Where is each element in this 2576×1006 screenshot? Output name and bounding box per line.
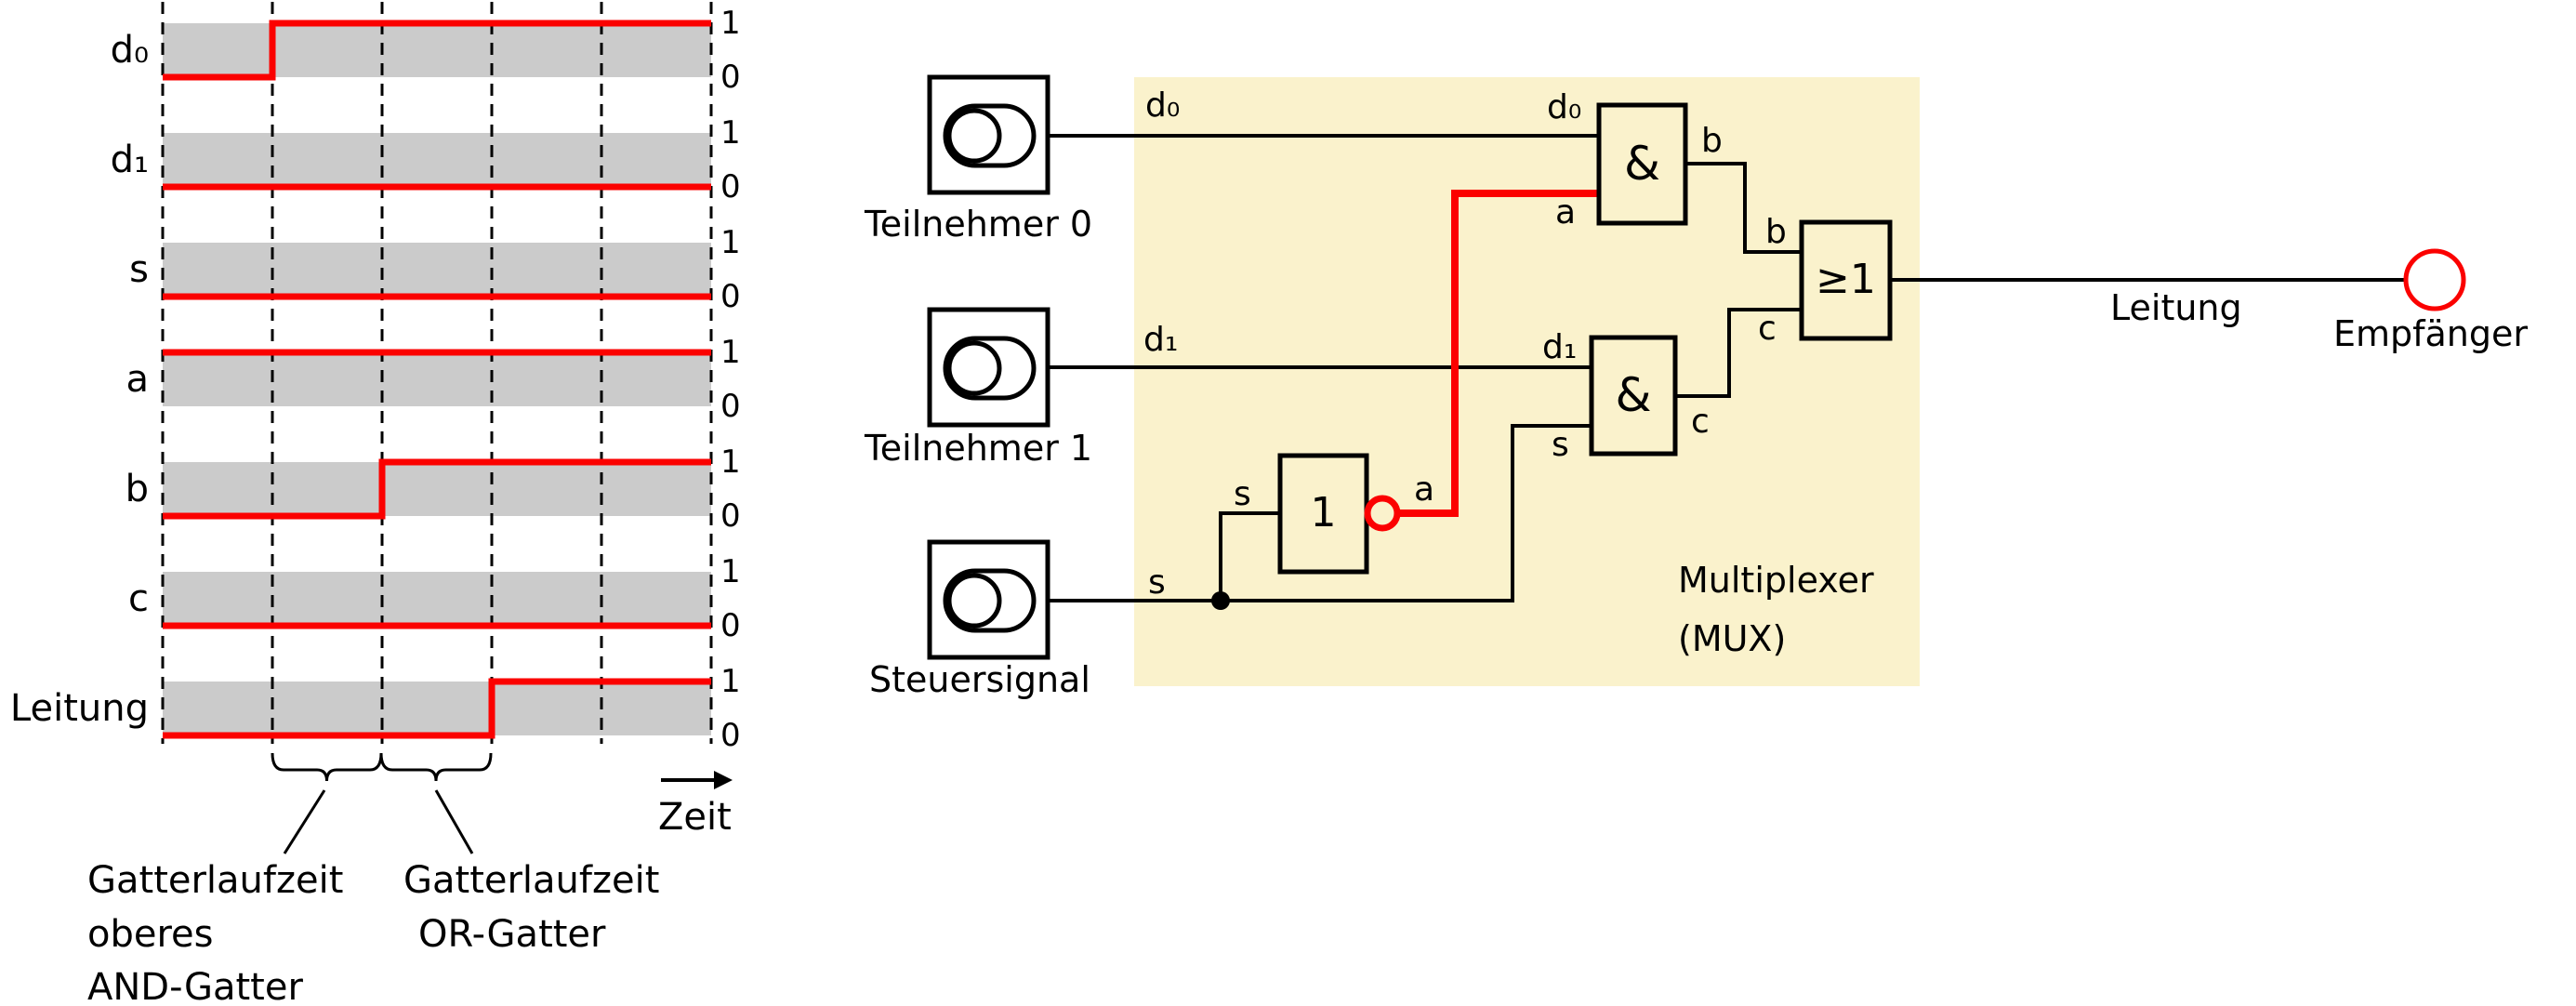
and-gate-top <box>1596 102 1688 226</box>
line-label-leitung: Leitung <box>2110 287 2242 328</box>
signal-row-label-s: s <box>129 248 149 291</box>
signal-band-2 <box>163 243 711 297</box>
wire-label-d1-source: d₁ <box>1143 321 1179 359</box>
level-low-label: 0 <box>720 59 741 96</box>
wire-label-s-inverter: s <box>1234 475 1251 513</box>
switch-teilnehmer-0[interactable] <box>927 74 1050 195</box>
mux-region <box>1134 77 1920 686</box>
toggle-icon <box>943 568 1037 633</box>
toggle-icon <box>943 336 1037 401</box>
switch-label-teilnehmer-0: Teilnehmer 0 <box>865 204 1093 245</box>
signal-row-label-a: a <box>125 358 149 401</box>
signal-band-5 <box>163 572 711 626</box>
wire-label-b-out: b <box>1701 122 1723 160</box>
wire-b <box>1685 162 1802 254</box>
red-highlight-wire-a <box>1397 190 1599 517</box>
signal-band-3 <box>163 352 711 406</box>
caption-and-delay-line2: oberes <box>87 913 214 956</box>
inverter-gate-symbol: 1 <box>1310 489 1337 536</box>
level-high-label: 1 <box>720 553 741 590</box>
wire-c <box>1675 308 1802 398</box>
signal-row-label-leitung: Leitung <box>9 687 149 730</box>
toggle-knob-icon <box>946 340 1002 396</box>
brace-or-delay <box>379 752 493 782</box>
signal-trace-6 <box>163 678 711 739</box>
signal-band-0 <box>163 23 711 77</box>
level-low-label: 0 <box>720 168 741 205</box>
caption-and-delay-line1: Gatterlaufzeit <box>87 859 344 902</box>
junction-dot <box>1211 591 1230 610</box>
level-high-label: 1 <box>720 443 741 481</box>
wire-s <box>1048 424 1592 602</box>
toggle-knob-icon <box>946 573 1002 629</box>
wire-label-c-out: c <box>1691 403 1710 441</box>
or-gate <box>1799 219 1893 341</box>
and-gate-top-symbol: & <box>1624 137 1660 191</box>
level-high-label: 1 <box>720 663 741 700</box>
toggle-icon <box>943 103 1037 168</box>
receiver-circle-icon <box>2403 248 2466 311</box>
wire-label-s-gate: s <box>1552 426 1569 464</box>
inverter-bubble-icon <box>1364 495 1401 532</box>
level-high-label: 1 <box>720 224 741 261</box>
mux-region-label-line2: (MUX) <box>1678 618 1787 659</box>
signal-trace-0 <box>163 20 711 81</box>
wire-label-c-or: c <box>1758 310 1777 348</box>
signal-row-label-c: c <box>128 577 149 620</box>
caption-and-delay-line3: AND-Gatter <box>87 966 303 1006</box>
wire-label-d1-gate: d₁ <box>1542 328 1578 366</box>
signal-trace-4 <box>163 458 711 520</box>
caption-or-delay-line2: OR-Gatter <box>418 913 606 956</box>
caption-or-delay-line1: Gatterlaufzeit <box>403 859 660 902</box>
and-gate-bottom <box>1589 335 1678 457</box>
receiver-label-empfaenger: Empfänger <box>2333 313 2529 354</box>
level-low-label: 0 <box>720 497 741 535</box>
wire-label-b-or: b <box>1765 213 1787 251</box>
signal-row-label-d1: d₁ <box>110 139 149 181</box>
logic-gates <box>1277 102 1893 575</box>
wire-label-a-inverter: a <box>1414 470 1435 509</box>
switch-teilnehmer-1[interactable] <box>927 307 1050 428</box>
timing-diagram <box>161 2 713 744</box>
mux-region-label-line1: Multiplexer <box>1678 560 1874 601</box>
signal-row-label-b: b <box>125 468 149 510</box>
wire-s-to-inverter <box>1219 511 1280 601</box>
signal-band-1 <box>163 133 711 187</box>
wire-label-a-gate: a <box>1555 193 1577 232</box>
or-gate-symbol: ≥1 <box>1816 256 1876 303</box>
zeit-axis-label: Zeit <box>658 796 732 839</box>
level-low-label: 0 <box>720 388 741 425</box>
level-high-label: 1 <box>720 114 741 152</box>
timing-annotations <box>271 752 733 854</box>
signal-band-6 <box>163 682 711 735</box>
leader-line-or-delay <box>434 789 474 854</box>
switch-label-steuersignal: Steuersignal <box>869 659 1090 700</box>
signal-band-4 <box>163 462 711 516</box>
switch-label-teilnehmer-1: Teilnehmer 1 <box>865 428 1093 469</box>
switch-steuersignal[interactable] <box>927 539 1050 660</box>
level-low-label: 0 <box>720 717 741 754</box>
wire-label-d0-source: d₀ <box>1145 86 1181 125</box>
level-low-label: 0 <box>720 278 741 315</box>
zeit-arrow-icon <box>661 771 733 789</box>
circuit-wires <box>1048 134 2406 610</box>
brace-and-delay <box>271 752 383 782</box>
level-low-label: 0 <box>720 607 741 644</box>
and-gate-bottom-symbol: & <box>1615 368 1652 422</box>
level-high-label: 1 <box>720 334 741 371</box>
leader-line-and-delay <box>283 789 326 854</box>
toggle-knob-icon <box>946 108 1002 164</box>
wire-label-d0-gate: d₀ <box>1547 88 1582 126</box>
wire-label-s-source: s <box>1148 563 1166 602</box>
signal-row-label-d0: d₀ <box>110 29 149 72</box>
level-high-label: 1 <box>720 5 741 42</box>
